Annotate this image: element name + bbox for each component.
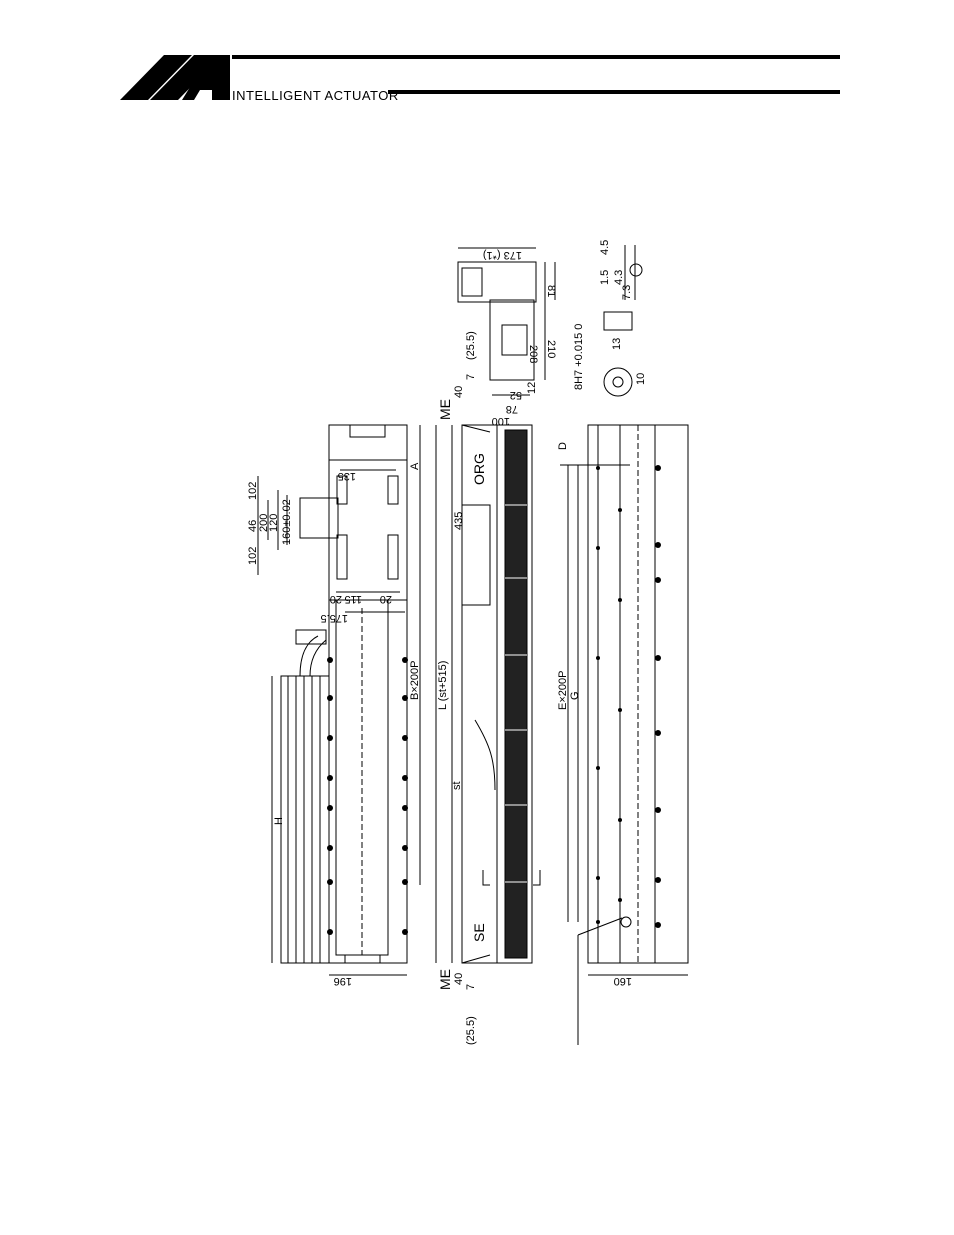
label-dim-20-right: 20 bbox=[380, 593, 392, 605]
label-dim-10: 10 bbox=[635, 373, 647, 385]
bottom-holes bbox=[596, 465, 661, 928]
label-dim-8h7: 8H7 +0.015 0 bbox=[573, 324, 585, 390]
label-dim-A: A bbox=[409, 462, 421, 470]
label-dim-40-bottom: 40 bbox=[453, 973, 465, 985]
label-dim-210: 210 bbox=[545, 340, 557, 358]
label-se: SE bbox=[471, 923, 487, 942]
label-dim-160-tol: 160±0.02 bbox=[281, 499, 293, 545]
label-dim-E: E×200P bbox=[557, 671, 569, 710]
label-dim-D: D bbox=[557, 442, 569, 450]
label-dim-13: 13 bbox=[611, 338, 623, 350]
label-me-top: ME bbox=[437, 399, 453, 420]
bottom-view bbox=[560, 425, 688, 1045]
label-dim-115: 115 bbox=[344, 593, 362, 605]
label-dim-G: G bbox=[569, 691, 581, 700]
label-dim-78: 78 bbox=[506, 403, 518, 415]
label-dim-135: 135 bbox=[338, 470, 356, 482]
label-dim-160: 160 bbox=[614, 975, 632, 987]
label-dim-4-5: 4.5 bbox=[599, 240, 611, 255]
mount-holes bbox=[327, 657, 408, 935]
label-dim-7-3: 7.3 bbox=[621, 285, 633, 300]
label-dim-102-top: 102 bbox=[247, 482, 259, 500]
label-dim-435: 435 bbox=[453, 512, 465, 530]
label-dim-7-top: 7 bbox=[465, 374, 477, 380]
dimension-labels: 196 160 175.5 20 115 20 135 102 46 102 2… bbox=[247, 240, 647, 1045]
label-dim-52: 52 bbox=[510, 389, 522, 401]
label-dim-25-5-top: (25.5) bbox=[465, 331, 477, 360]
label-dim-L: L (st+515) bbox=[437, 661, 449, 710]
label-dim-st: st bbox=[451, 781, 463, 790]
label-dim-H: H bbox=[273, 817, 285, 825]
label-dim-4-3: 4.3 bbox=[613, 270, 625, 285]
label-dim-120: 120 bbox=[268, 514, 280, 532]
label-dim-7-bottom: 7 bbox=[465, 984, 477, 990]
label-dim-B: B×200P bbox=[409, 661, 421, 700]
label-dim-175-5: 175.5 bbox=[320, 612, 348, 624]
label-org: ORG bbox=[471, 453, 487, 485]
label-dim-208: 208 bbox=[527, 345, 539, 363]
label-dim-196: 196 bbox=[334, 975, 352, 987]
label-me-bottom: ME bbox=[437, 969, 453, 990]
label-dim-173: 173 (*1) bbox=[483, 249, 522, 261]
label-dim-40-top: 40 bbox=[453, 386, 465, 398]
label-dim-12: 12 bbox=[526, 382, 538, 394]
label-dim-81: 81 bbox=[545, 285, 557, 297]
side-view-left bbox=[272, 630, 329, 963]
label-dim-20-left: 20 bbox=[330, 593, 342, 605]
label-dim-100: 100 bbox=[492, 415, 510, 427]
front-view bbox=[452, 425, 540, 963]
end-view bbox=[458, 248, 555, 395]
label-dim-102-bottom: 102 bbox=[247, 547, 259, 565]
label-dim-1-5: 1.5 bbox=[599, 270, 611, 285]
label-dim-25-5-bottom: (25.5) bbox=[465, 1016, 477, 1045]
